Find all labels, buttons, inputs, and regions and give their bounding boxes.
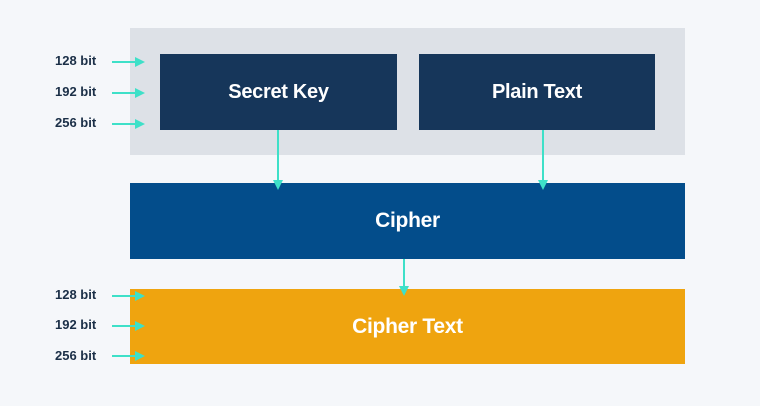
plain-text-box: Plain Text	[419, 54, 655, 130]
input-bit-label-192: 192 bit	[55, 84, 97, 99]
output-bit-label-128: 128 bit	[55, 287, 97, 302]
cipher-text-label: Cipher Text	[352, 314, 463, 338]
cipher-label: Cipher	[375, 209, 440, 232]
cipher-text-box: Cipher Text	[130, 289, 685, 364]
input-bit-label-128: 128 bit	[55, 53, 97, 68]
input-bit-label-256: 256 bit	[55, 115, 97, 130]
output-bit-label-256: 256 bit	[55, 348, 97, 363]
cipher-box: Cipher	[130, 183, 685, 259]
output-bit-label-192: 192 bit	[55, 317, 97, 332]
secret-key-label: Secret Key	[228, 80, 329, 103]
plain-text-label: Plain Text	[492, 80, 582, 103]
secret-key-box: Secret Key	[160, 54, 397, 130]
